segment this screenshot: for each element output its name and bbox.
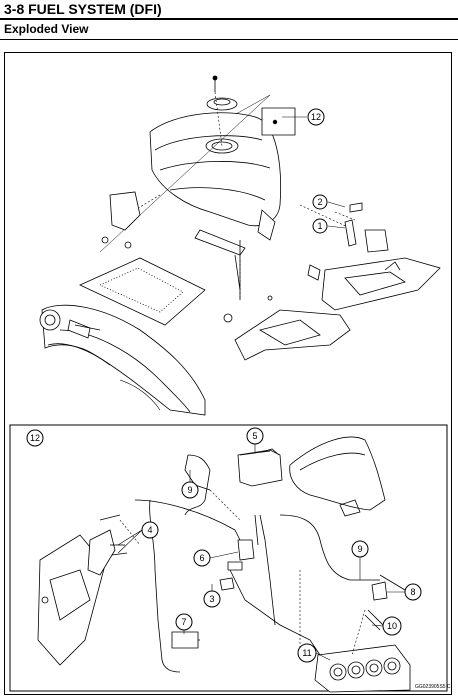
callout-8 [404, 583, 422, 601]
callout-9-left [181, 481, 199, 499]
callout-3 [203, 590, 221, 608]
section-rule [0, 39, 458, 40]
callout-label-9-left: 9 [187, 485, 192, 495]
title-rule [0, 18, 458, 20]
callout-7 [175, 613, 193, 631]
callout-label-2-upper: 2 [317, 197, 322, 207]
callout-9-right [351, 540, 369, 558]
callout-11 [297, 643, 317, 663]
callout-label-12-detail: 12 [30, 433, 40, 443]
figure-frame [4, 52, 452, 695]
callout-10 [382, 616, 402, 636]
detail-12-drawing [37, 436, 411, 693]
callout-label-9-right: 9 [357, 544, 362, 554]
callout-label-5: 5 [252, 431, 257, 441]
callout-12-detail [26, 429, 44, 447]
callout-2-upper [312, 194, 328, 210]
drawing-code: GG023905S5 C [415, 684, 451, 690]
callout-5 [246, 427, 264, 445]
fuel-tank [149, 75, 281, 256]
callout-12-upper [307, 108, 325, 126]
callout-label-10: 10 [387, 621, 397, 631]
callout-4 [141, 521, 159, 539]
callout-label-6: 6 [199, 553, 204, 563]
callout-label-8: 8 [410, 587, 415, 597]
callout-label-3: 3 [209, 594, 214, 604]
page-title: 3-8 FUEL SYSTEM (DFI) [4, 1, 162, 17]
callout-6 [193, 549, 211, 567]
callout-1-upper [312, 218, 328, 234]
callout-label-12-upper: 12 [311, 112, 321, 122]
section-title: Exploded View [4, 22, 89, 36]
upper-exploded-drawing [39, 75, 441, 416]
callout-label-11: 11 [302, 648, 311, 658]
callout-label-1-upper: 1 [317, 221, 322, 231]
callout-label-4: 4 [147, 525, 152, 535]
callout-label-7: 7 [181, 617, 186, 627]
